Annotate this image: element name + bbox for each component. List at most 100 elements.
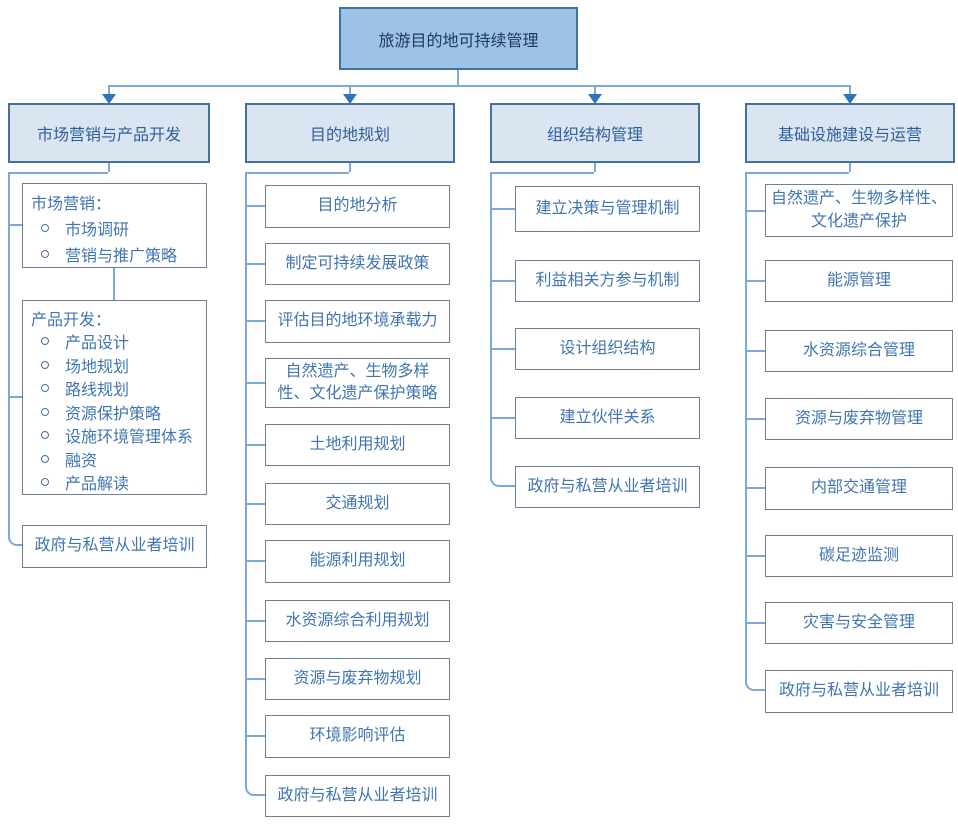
node-water-resources-planning: 水资源综合利用规划 [265, 600, 450, 642]
node-gov-private-training-3: 政府与私营从业者培训 [515, 466, 700, 508]
circle-bullet-icon [41, 250, 49, 258]
node-heritage-protection-strategy: 自然遗产、生物多样性、文化遗产保护策略 [265, 358, 450, 408]
node-sustainable-development-policy: 制定可持续发展政策 [265, 243, 450, 285]
connector-branch4-stem [849, 163, 851, 172]
node-decision-management-mechanism: 建立决策与管理机制 [515, 186, 700, 232]
connector-branch2-child10 [245, 735, 265, 737]
connector-branch4-trunk [745, 172, 765, 691]
node-stakeholder-participation: 利益相关方参与机制 [515, 260, 700, 302]
connector-branch3-child1 [490, 208, 515, 210]
node-label: 自然遗产、生物多样性、文化遗产保护策略 [277, 362, 438, 402]
node-label: 评估目的地环境承载力 [277, 312, 438, 330]
node-gov-private-training-1: 政府与私营从业者培训 [22, 525, 207, 568]
node-heritage-protection: 自然遗产、生物多样性、文化遗产保护 [765, 184, 953, 237]
connector-branch4-elbow [745, 172, 849, 174]
connector-branch4-child6 [745, 555, 765, 557]
list-item: 产品设计 [31, 330, 202, 354]
circle-bullet-icon [41, 478, 49, 487]
list-item: 资源保护策略 [31, 400, 202, 424]
node-label: 能源利用规划 [309, 552, 406, 570]
list-item: 产品解读 [31, 471, 202, 495]
list-item: 路线规划 [31, 377, 202, 401]
node-label: 目的地分析 [317, 197, 398, 215]
node-header-marketing-product-dev: 市场营销与产品开发 [8, 103, 210, 163]
connector-root-stem [457, 70, 459, 85]
node-header-destination-planning: 目的地规划 [245, 103, 455, 163]
node-label: 水资源综合利用规划 [285, 611, 430, 629]
circle-bullet-icon [41, 407, 49, 416]
node-label: 制定可持续发展政策 [285, 254, 430, 272]
node-label: 建立决策与管理机制 [535, 199, 680, 217]
circle-bullet-icon [41, 431, 49, 440]
node-product-development-list: 产品开发： 产品设计 场地规划 路线规划 资源保护策略 设施环境管理体系 融资 … [22, 300, 207, 495]
node-label: 内部交通管理 [810, 479, 907, 497]
connector-marketing-to-product [113, 268, 115, 300]
node-carbon-footprint-monitoring: 碳足迹监测 [765, 535, 953, 577]
connector-branch2-child3 [245, 320, 265, 322]
connector-branch3-child3 [490, 348, 515, 350]
list-item-label: 市场调研 [65, 222, 130, 239]
connector-branch4-child3 [745, 350, 765, 352]
node-resources-waste-planning: 资源与废弃物规划 [265, 658, 450, 700]
connector-drop-4 [849, 85, 851, 95]
node-label: 资源与废弃物规划 [293, 669, 422, 687]
arrow-down-icon [843, 94, 857, 104]
connector-branch2-stem [349, 163, 351, 172]
node-header-organizational-structure: 组织结构管理 [490, 103, 700, 163]
node-internal-transport-management: 内部交通管理 [765, 467, 953, 510]
connector-branch1-elbow [8, 172, 108, 174]
node-label: 政府与私营从业者培训 [277, 786, 438, 804]
connector-drop-1 [108, 85, 110, 95]
node-label: 能源管理 [826, 271, 891, 289]
node-label: 基础设施建设与运营 [777, 127, 922, 144]
node-marketing-list: 市场营销： 市场调研 营销与推广策略 [22, 183, 207, 268]
connector-branch3-trunk [490, 172, 515, 487]
node-destination-analysis: 目的地分析 [265, 185, 450, 228]
circle-bullet-icon [41, 384, 49, 393]
connector-branch2-child6 [245, 503, 265, 505]
list-item-label: 融资 [65, 452, 98, 470]
connector-branch3-elbow [490, 172, 594, 174]
node-label: 旅游目的地可持续管理 [378, 32, 539, 50]
connector-branch4-child4 [745, 418, 765, 420]
node-land-use-planning: 土地利用规划 [265, 424, 450, 466]
connector-branch4-child2 [745, 280, 765, 282]
node-label: 交通规划 [325, 494, 390, 512]
connector-drop-2 [349, 85, 351, 95]
node-carrying-capacity-assessment: 评估目的地环境承载力 [265, 300, 450, 343]
node-label: 土地利用规划 [309, 435, 406, 453]
node-organizational-design: 设计组织结构 [515, 328, 700, 370]
node-water-resources-management: 水资源综合管理 [765, 330, 953, 372]
connector-branch2-child5 [245, 444, 265, 446]
list-item-label: 产品设计 [65, 335, 130, 353]
node-label: 设计组织结构 [559, 339, 656, 357]
arrow-down-icon [343, 94, 357, 104]
node-gov-private-training-2: 政府与私营从业者培训 [265, 775, 450, 817]
node-label: 碳足迹监测 [818, 546, 899, 564]
connector-branch2-elbow [245, 172, 349, 174]
node-energy-management: 能源管理 [765, 260, 953, 302]
node-label: 组织结构管理 [546, 127, 643, 144]
arrow-down-icon [588, 94, 602, 104]
connector-branch3-stem [594, 163, 596, 172]
list-item: 营销与推广策略 [31, 241, 202, 267]
connector-branch4-child7 [745, 622, 765, 624]
node-label: 利益相关方参与机制 [535, 271, 680, 289]
node-label: 水资源综合管理 [802, 341, 915, 359]
circle-bullet-icon [41, 224, 49, 232]
list-item: 场地规划 [31, 353, 202, 377]
node-environmental-impact-assessment: 环境影响评估 [265, 715, 450, 758]
connector-branch2-child2 [245, 263, 265, 265]
connector-branch1-stem [108, 163, 110, 172]
list-title: 市场营销： [31, 196, 112, 213]
list-title: 产品开发： [31, 311, 112, 329]
connector-branch2-child1 [245, 205, 265, 207]
list-item-label: 场地规划 [65, 358, 130, 376]
node-label: 政府与私营从业者培训 [527, 477, 688, 495]
list-item-label: 资源保护策略 [65, 405, 162, 423]
connector-branch1-child2 [8, 396, 22, 398]
node-label: 资源与废弃物管理 [794, 409, 923, 427]
node-root-sustainable-destination-management: 旅游目的地可持续管理 [339, 7, 578, 70]
node-gov-private-training-4: 政府与私营从业者培训 [765, 670, 953, 713]
